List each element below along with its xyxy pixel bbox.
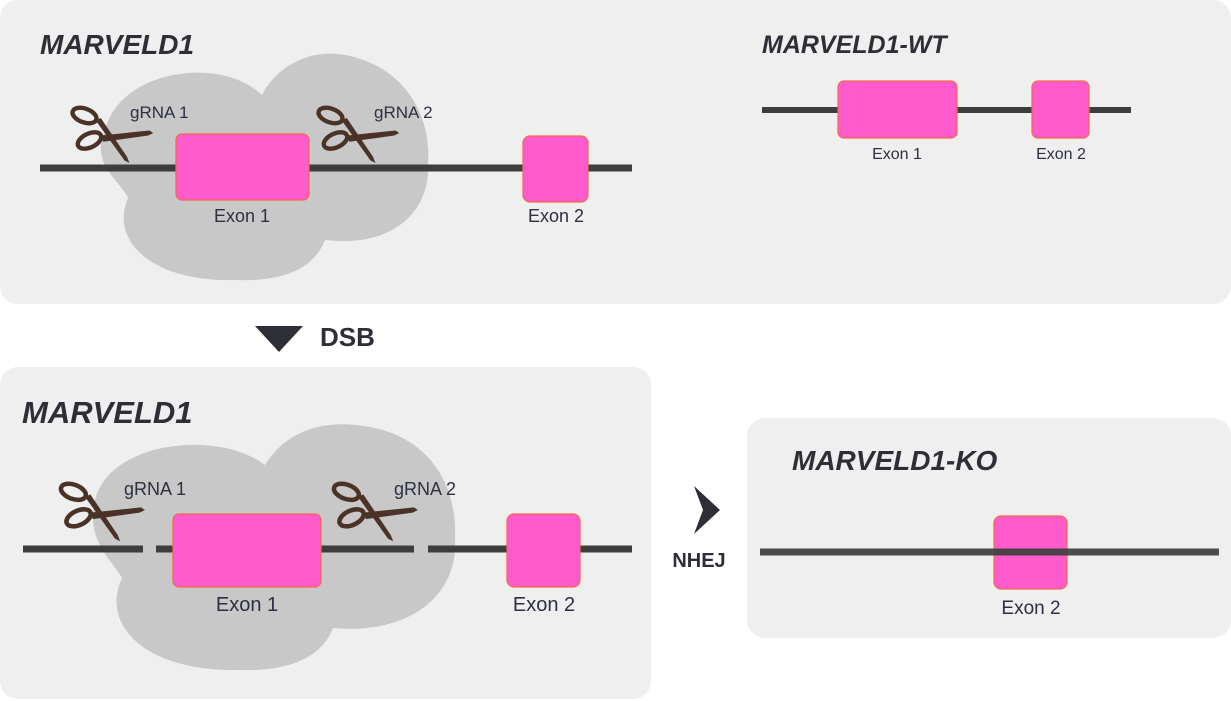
top-left-title: MARVELD1 [40, 29, 194, 60]
dsb-label: DSB [320, 322, 375, 352]
wt-exon-2-label: Exon 2 [1036, 146, 1086, 163]
exon-2-label: Exon 2 [513, 594, 575, 616]
dsb-arrow-icon [255, 326, 303, 352]
exon-1-box [172, 513, 322, 588]
exon-1-box [175, 133, 310, 201]
grna-1-label: gRNA 1 [130, 103, 189, 122]
wt-exon-2-box [1031, 80, 1090, 139]
wt-title: MARVELD1-WT [762, 31, 949, 59]
nhej-label: NHEJ [672, 550, 725, 572]
ko-exon-2-label: Exon 2 [1001, 598, 1060, 619]
wt-exon-1-box [837, 80, 958, 139]
ko-title: MARVELD1-KO [792, 445, 998, 476]
exon-2-label: Exon 2 [528, 206, 584, 226]
nhej-arrow-icon [694, 486, 720, 534]
grna-2-label: gRNA 2 [394, 479, 456, 499]
exon-1-label: Exon 1 [216, 594, 278, 616]
exon-1-label: Exon 1 [214, 206, 270, 226]
exon-2-box [522, 135, 589, 203]
ko-panel [747, 418, 1231, 638]
bottom-left-title: MARVELD1 [22, 395, 193, 430]
grna-2-label: gRNA 2 [374, 103, 433, 122]
wt-exon-1-label: Exon 1 [872, 146, 922, 163]
exon-2-box [506, 513, 581, 588]
grna-1-label: gRNA 1 [124, 479, 186, 499]
